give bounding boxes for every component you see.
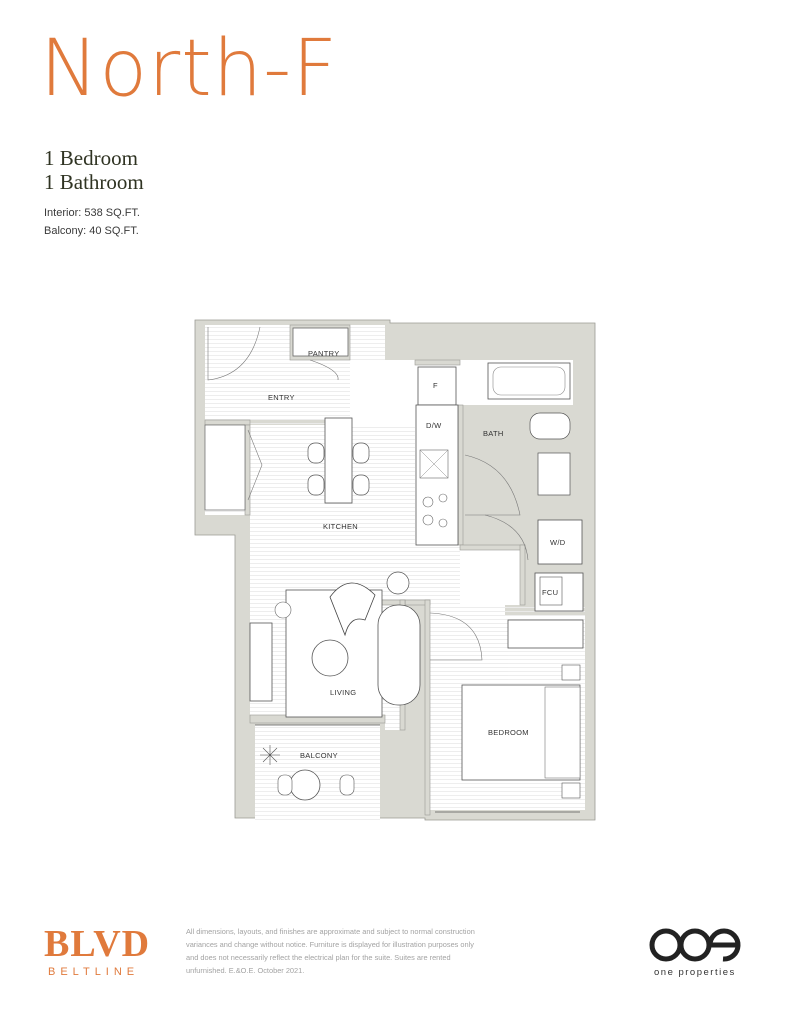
partner-logo-mark <box>649 928 741 962</box>
pantry-box <box>292 327 349 357</box>
bedroom-count: 1 Bedroom <box>44 146 138 170</box>
kitchen-island <box>324 417 353 504</box>
side-table <box>386 571 410 595</box>
balcony-table <box>289 769 321 801</box>
label-kitchen: KITCHEN <box>323 522 358 531</box>
label-fcu: FCU <box>542 588 558 597</box>
laundry-door-swing <box>484 514 529 561</box>
island-stools <box>307 442 370 496</box>
pantry-door-swing <box>309 359 339 381</box>
label-washer-dryer: W/D <box>550 538 566 547</box>
label-fridge: F <box>433 381 438 390</box>
vanity <box>537 452 571 496</box>
washer-dryer <box>537 519 583 565</box>
label-pantry: PANTRY <box>308 349 340 358</box>
label-bath: BATH <box>483 429 504 438</box>
cooktop <box>422 493 448 528</box>
coffee-table <box>311 639 349 677</box>
toilet <box>529 412 571 440</box>
sofa <box>377 604 421 706</box>
bedroom-door-swing <box>429 612 483 661</box>
fridge <box>417 366 457 406</box>
label-living: LIVING <box>330 688 356 697</box>
label-bedroom: BEDROOM <box>488 728 529 737</box>
interior-area: Interior: 538 SQ.FT. <box>44 207 140 219</box>
brand-logo: BLVD <box>44 923 151 965</box>
partner-name: one properties <box>654 967 736 978</box>
disclaimer: All dimensions, layouts, and finishes ar… <box>186 927 475 975</box>
page-title: North-F <box>40 24 339 114</box>
nightstand-bottom <box>561 782 581 799</box>
closet <box>204 424 246 511</box>
tv-console <box>249 622 273 702</box>
fcu <box>534 572 584 612</box>
unit-summary: 1 Bedroom 1 Bathroom <box>44 146 144 194</box>
floor-plan: PANTRY ENTRY F D/W KITCHEN BATH W/D FCU <box>194 319 596 821</box>
bathroom-count: 1 Bathroom <box>44 170 144 194</box>
label-dishwasher: D/W <box>426 421 442 430</box>
entry-door-swing <box>207 326 261 381</box>
bathtub <box>487 362 571 400</box>
nightstand-top <box>561 664 581 681</box>
brand-tagline: BELTLINE <box>48 966 140 978</box>
label-balcony: BALCONY <box>300 751 338 760</box>
bath-door-swing <box>464 454 521 516</box>
floor-lamp <box>274 601 292 619</box>
label-entry: ENTRY <box>268 393 295 402</box>
dresser <box>507 619 584 649</box>
area-info: Interior: 538 SQ.FT. Balcony: 40 SQ.FT. <box>44 204 140 240</box>
balcony-plant <box>260 745 280 765</box>
balcony-area: Balcony: 40 SQ.FT. <box>44 225 139 237</box>
armchair <box>329 582 376 637</box>
